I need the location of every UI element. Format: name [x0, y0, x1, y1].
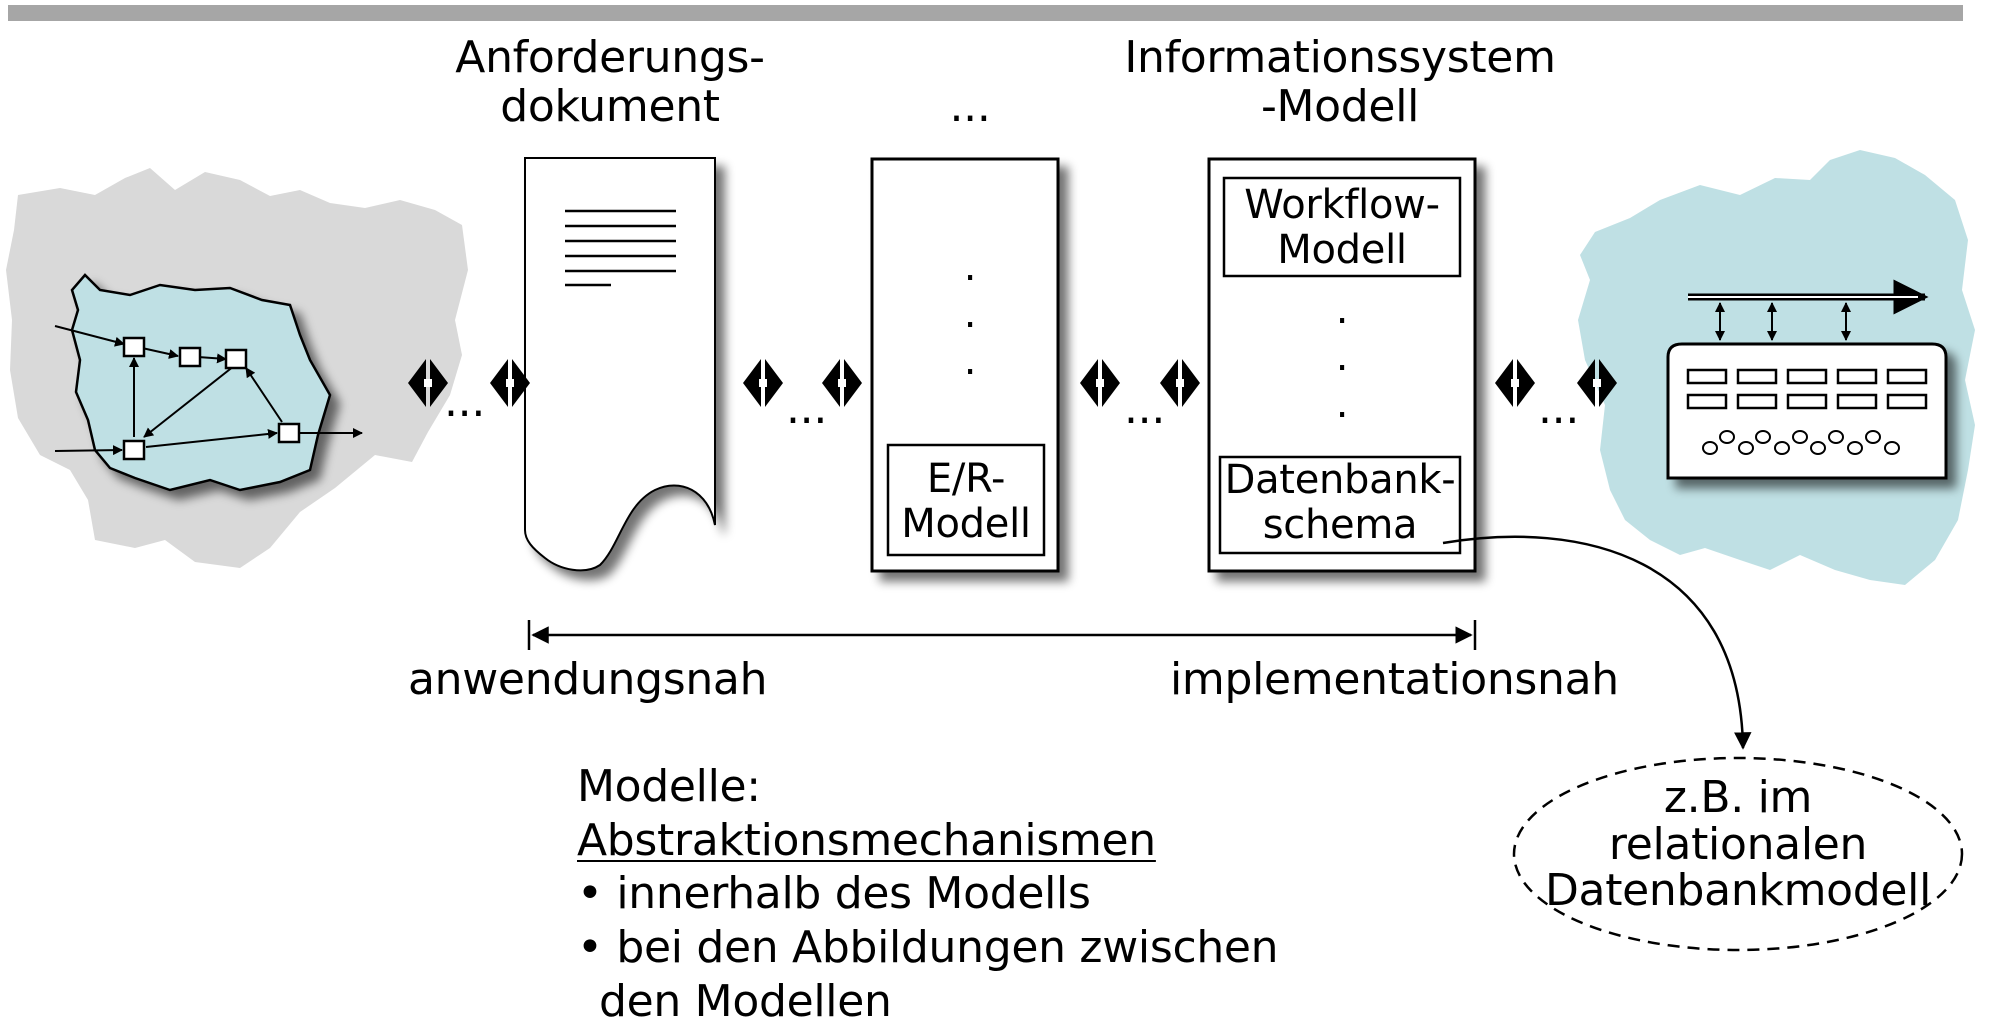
relational-model-label: z.B. im relationalen Datenbankmodell — [1538, 772, 1938, 917]
computer-cell — [1886, 393, 1928, 410]
middle-ellipsis-dot: . — [963, 291, 977, 337]
graph-node — [277, 422, 301, 444]
graph-node — [122, 439, 146, 461]
connector-diamond — [1160, 359, 1200, 407]
notes-subheading: Abstraktionsmechanismen — [577, 814, 1156, 866]
computer-cell — [1786, 393, 1828, 410]
computer-cell — [1886, 368, 1928, 385]
computer-disk — [1810, 441, 1826, 455]
computer-disk — [1865, 430, 1881, 444]
graph-node — [224, 348, 248, 370]
computer-system — [1666, 342, 1948, 480]
computer-disk — [1738, 441, 1754, 455]
relational-model-label-line: Datenbankmodell — [1544, 865, 1932, 917]
is-model-title-line: -Modell — [1260, 81, 1420, 133]
is-ellipsis-dot: . — [1335, 381, 1349, 427]
relational-model-ellipse — [1512, 756, 1964, 952]
connector-ellipsis: ... — [1538, 383, 1580, 434]
computer-disk — [1792, 430, 1808, 444]
computer-disk — [1847, 441, 1863, 455]
is-model-title: Informationssystem -Modell — [1110, 33, 1570, 132]
computer-disk — [1828, 430, 1844, 444]
world-cyan-blob — [70, 273, 332, 492]
db-schema-label: Datenbank- schema — [1220, 458, 1460, 548]
graph-node — [122, 336, 146, 358]
notes-bullet: den Modellen — [599, 975, 892, 1027]
document-text-lines — [565, 209, 676, 287]
computer-disk — [1702, 441, 1718, 455]
computer-disk — [1774, 441, 1790, 455]
connector-diamond — [490, 359, 530, 407]
application-world — [6, 168, 468, 568]
top-bar — [8, 5, 1963, 21]
scale-left-label: anwendungsnah — [408, 654, 768, 705]
relational-model-label-line: relationalen — [1608, 818, 1868, 870]
middle-ellipsis-dot: . — [963, 338, 977, 384]
schema-callout-arrow — [1442, 535, 1752, 750]
computer-cell — [1686, 368, 1728, 385]
workflow-model-label-line: Workflow- — [1244, 182, 1440, 228]
connector-ellipsis: ... — [444, 376, 486, 427]
computer-cell — [1736, 368, 1778, 385]
er-model-box — [886, 443, 1046, 557]
graph-node — [178, 346, 202, 368]
relational-model-label-line: z.B. im — [1663, 772, 1813, 823]
connector-diamond — [1577, 359, 1617, 407]
notes-bullet: • innerhalb des Modells — [577, 868, 1091, 920]
document-title-line: Anforderungs- — [455, 32, 765, 83]
implementation-world — [1578, 150, 1975, 585]
is-model-title-line: Informationssystem — [1124, 32, 1556, 83]
connector-diamond — [743, 359, 783, 407]
connector-diamond — [822, 359, 862, 407]
computer-cell — [1686, 393, 1728, 410]
er-model-label-line: E/R- — [926, 456, 1006, 502]
requirements-document — [524, 157, 716, 572]
computer-disk — [1755, 430, 1771, 444]
workflow-model-label: Workflow- Modell — [1224, 183, 1460, 273]
scale-right-label: implementationsnah — [1170, 654, 1619, 705]
computer-cell — [1736, 393, 1778, 410]
db-schema-label-line: schema — [1262, 501, 1418, 548]
computer-disk — [1884, 441, 1900, 455]
is-ellipsis-dot: . — [1335, 287, 1349, 333]
intermediate-title: ... — [949, 81, 991, 132]
computer-cell — [1836, 368, 1878, 385]
bus-connectors — [1715, 302, 1851, 341]
workflow-model-box — [1222, 176, 1462, 278]
is-ellipsis-dot: . — [1335, 334, 1349, 380]
abstraction-scale — [527, 620, 1477, 650]
computer-cell — [1836, 393, 1878, 410]
er-model-label-line: Modell — [901, 500, 1031, 547]
notes-bullet: • bei den Abbildungen zwischen — [577, 922, 1279, 974]
db-schema-label-line: Datenbank- — [1224, 457, 1456, 503]
connector-ellipsis: ... — [1124, 383, 1166, 434]
connector-diamond — [1495, 359, 1535, 407]
document-title: Anforderungs- dokument — [445, 33, 775, 132]
computer-disks — [1702, 430, 1900, 455]
connector-ellipsis: ... — [786, 383, 828, 434]
models-notes: Modelle: Abstraktionsmechanismen • inner… — [577, 760, 1279, 1028]
document-title-line: dokument — [500, 81, 720, 133]
connector-diamond — [1080, 359, 1120, 407]
connector-diamond — [408, 359, 448, 407]
computer-cells — [1686, 368, 1928, 410]
notes-heading: Modelle: — [577, 761, 761, 812]
graph-nodes — [122, 336, 301, 461]
workflow-model-label-line: Modell — [1277, 226, 1407, 273]
computer-disk — [1719, 430, 1735, 444]
process-graph — [54, 325, 363, 456]
connectors — [408, 359, 1617, 407]
computer-cell — [1786, 368, 1828, 385]
db-schema-box — [1218, 455, 1462, 555]
middle-ellipsis-dot: . — [963, 244, 977, 290]
er-model-label: E/R- Modell — [888, 457, 1044, 547]
